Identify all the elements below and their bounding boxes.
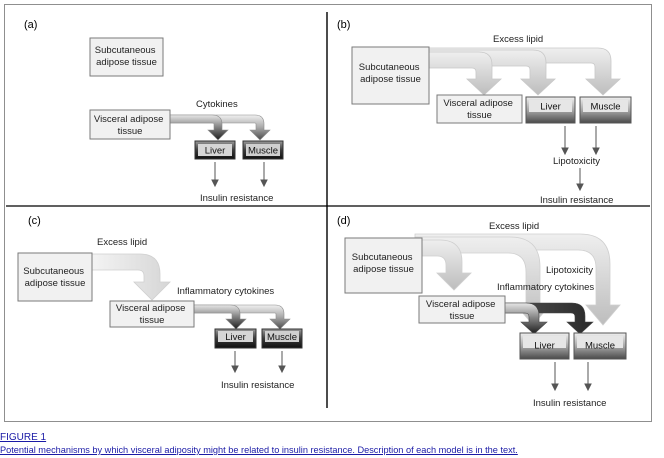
panel-a-label: (a) — [24, 19, 37, 31]
panel-d-liver-label: Liver — [534, 341, 555, 352]
panel-d-subcutaneous-line1: Subcutaneous — [352, 252, 413, 263]
panel-c-cytokine-arrows — [184, 304, 291, 330]
panel-b-visceral-line1: Visceral adipose — [443, 98, 513, 109]
panel-d-visceral-line2: tissue — [450, 311, 475, 322]
svg-text:Subcutaneous adipose tis: Subcutaneous adipose tissue — [23, 266, 86, 289]
panel-a-outcome-arrows — [211, 162, 268, 188]
panel-b-label: (b) — [337, 19, 350, 31]
panel-d-subcutaneous-line2: adipose tissue — [353, 264, 414, 275]
panel-d-visceral-line1: Visceral adipose — [426, 299, 496, 310]
panel-c-inflammatory: Inflammatory cytokines — [177, 286, 274, 297]
panel-b-outcome-arrows — [561, 126, 600, 192]
panel-c-outcome: Insulin resistance — [221, 380, 294, 391]
panel-b-outcome: Insulin resistance — [540, 195, 613, 206]
panel-d-lipotoxicity: Lipotoxicity — [546, 265, 593, 276]
panel-c-lipid-arrow — [89, 253, 171, 301]
panel-a-liver-label: Liver — [205, 146, 226, 157]
panel-a-cytokines-label: Cytokines — [196, 99, 238, 110]
panel-d-visceral-box — [418, 295, 506, 324]
panel-c-subcutaneous-line2: adipose tissue — [25, 278, 86, 289]
panel-a-subcutaneous-line2: adipose tissue — [96, 57, 157, 68]
panel-d-excess-lipid: Excess lipid — [489, 221, 539, 232]
panel-c-label: (c) — [28, 215, 41, 227]
panel-c-outcome-arrows — [231, 351, 286, 374]
svg-text:Subcutaneous adipose tis: Subcutaneous adipose tissue — [95, 45, 158, 68]
panel-a-cytokine-arrow — [159, 114, 271, 141]
panel-b-subcutaneous-box — [351, 46, 430, 105]
figure-caption-text[interactable]: Potential mechanisms by which visceral a… — [0, 445, 518, 455]
panel-d-outcome-arrows — [551, 362, 592, 392]
panel-d-subcutaneous-box — [344, 237, 423, 294]
panel-c-muscle-label: Muscle — [267, 332, 297, 343]
svg-text:Subcutaneous adipose tis: Subcutaneous adipose tissue — [359, 62, 422, 85]
panel-b-liver-label: Liver — [540, 102, 561, 113]
panel-c-liver-label: Liver — [225, 332, 246, 343]
svg-text:Visceral adipose tissue: Visceral adipose tissue — [116, 303, 188, 326]
panel-b-lipid-arrows — [419, 47, 622, 96]
panel-b-lipotoxicity: Lipotoxicity — [553, 156, 600, 167]
panel-a-muscle-label: Muscle — [248, 146, 278, 157]
panel-c-visceral-box — [109, 300, 195, 328]
panel-c-visceral-line2: tissue — [140, 315, 165, 326]
panel-d-outcome: Insulin resistance — [533, 398, 606, 409]
panel-c-excess-lipid: Excess lipid — [97, 237, 147, 248]
svg-text:Subcutaneous adipose tis: Subcutaneous adipose tissue — [352, 252, 415, 275]
panel-d-label: (d) — [337, 215, 350, 227]
panel-b: (b) Excess lipid Subcutaneous adipose ti… — [337, 19, 632, 206]
panel-a-outcome: Insulin resistance — [200, 193, 273, 204]
panel-c-visceral-line1: Visceral adipose — [116, 303, 186, 314]
panel-a-visceral-box — [89, 109, 171, 140]
panel-d: (d) Excess lipid Subcutaneous adipose ti… — [337, 215, 627, 409]
svg-text:Visceral adipose tissue: Visceral adipose tissue — [94, 114, 166, 137]
panel-a-visceral-line1: Visceral adipose — [94, 114, 164, 125]
panel-a-subcutaneous-box — [89, 37, 164, 77]
panel-c: (c) Excess lipid Subcutaneous adipose ti… — [17, 215, 303, 391]
figure-caption-label[interactable]: FIGURE 1 — [0, 432, 47, 443]
panel-b-visceral-line2: tissue — [467, 110, 492, 121]
mechanism-diagram: (a) Subcutaneous adipose tissue Visceral… — [6, 12, 650, 409]
panel-b-visceral-box — [436, 94, 523, 124]
panel-b-subcutaneous-line2: adipose tissue — [360, 74, 421, 85]
panel-b-muscle-label: Muscle — [590, 102, 620, 113]
panel-d-muscle-label: Muscle — [585, 341, 615, 352]
svg-text:Visceral adipose tissue: Visceral adipose tissue — [443, 98, 515, 121]
panel-a-subcutaneous-line1: Subcutaneous — [95, 45, 156, 56]
panel-b-excess-lipid: Excess lipid — [493, 34, 543, 45]
panel-b-subcutaneous-line1: Subcutaneous — [359, 62, 420, 73]
svg-text:Visceral adipose tissue: Visceral adipose tissue — [426, 299, 498, 322]
panel-c-subcutaneous-box — [17, 252, 93, 302]
panel-d-cytokine-arrows — [494, 302, 594, 335]
panel-a: (a) Subcutaneous adipose tissue Visceral… — [24, 19, 284, 204]
panel-a-visceral-line2: tissue — [118, 126, 143, 137]
panel-d-inflammatory: Inflammatory cytokines — [497, 282, 594, 293]
panel-c-subcutaneous-line1: Subcutaneous — [23, 266, 84, 277]
